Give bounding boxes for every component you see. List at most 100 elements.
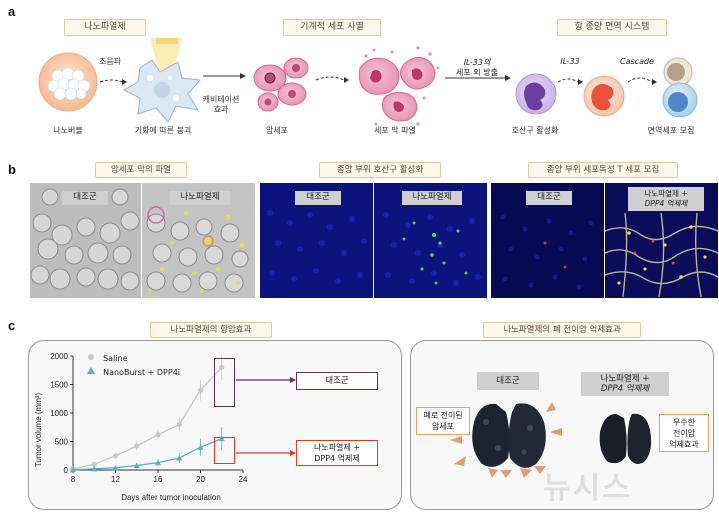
y-tick-label: 2000 <box>50 352 68 361</box>
series-line-1 <box>72 438 222 471</box>
data-point <box>197 444 204 450</box>
label-il33-release-2: 세포 외 방출 <box>456 68 498 77</box>
series-line-0 <box>72 366 223 470</box>
y-tick-label: 1500 <box>50 381 68 390</box>
x-tick-label: 8 <box>71 475 76 484</box>
header-metastasis: 나노파열제의 폐 전이암 억제효과 <box>483 322 641 338</box>
watermark: 뉴시스 <box>543 471 632 506</box>
chart-callout-arrows <box>236 377 296 456</box>
data-point <box>155 459 161 466</box>
data-point <box>219 364 225 370</box>
callout-control: 대조군 <box>296 372 378 390</box>
data-point <box>70 466 76 473</box>
callout-metastasized-line1: 폐로 전이된 <box>423 411 463 420</box>
callout-excellent: 우수한 전이암 억제효과 <box>659 414 709 452</box>
dashed-arrow-icon <box>99 79 123 83</box>
header-immune-system: 항 종양 면역 시스템 <box>557 19 667 36</box>
label-cascade: Cascade <box>620 57 654 66</box>
eosinophil-icon <box>515 73 557 115</box>
header-eosinophil-activation: 종양 부위 호산구 활성화 <box>319 162 441 178</box>
label-cancer-cell: 암세포 <box>265 126 289 135</box>
x-tick-label: 20 <box>196 475 205 484</box>
label-il33: IL-33 <box>560 57 580 66</box>
lung-images <box>450 402 652 478</box>
label-cavitation-effect-2: 효과 <box>213 105 229 114</box>
lung-tag-combo-line2: DPP4 억제제 <box>600 384 650 394</box>
highlight-combo-end <box>214 437 235 464</box>
lung-control-icon <box>450 402 562 478</box>
tag-control-3: 대조군 <box>526 191 572 205</box>
callout-combo-line1: 나노파열제 + <box>313 443 361 452</box>
x-tick-label: 12 <box>111 475 120 484</box>
y-tick-label: 500 <box>55 438 69 447</box>
tumor-volume-chart: 8 12 16 20 24 0 500 1000 1500 2000 Days after tum… <box>34 352 248 502</box>
tag-combo: 나노파열제 + DPP4 억제제 <box>628 187 704 211</box>
x-tick-label: 24 <box>239 475 248 484</box>
lung-tag-combo-line1: 나노파열제 + <box>600 374 650 384</box>
tag-control-2: 대조군 <box>295 191 341 205</box>
callout-metastasized: 폐로 전이된 암세포 <box>416 407 470 435</box>
callout-excellent-line3: 억제효과 <box>669 440 699 449</box>
immune-cell-icon <box>662 57 698 118</box>
legend-nanoburst: NanoBurst + DPP4i <box>84 360 180 379</box>
callout-combo: 나노파열제 + DPP4 억제제 <box>296 440 378 466</box>
activated-eosinophil-icon <box>583 75 625 117</box>
data-point <box>133 462 140 468</box>
panel-c-letter: c <box>8 318 16 333</box>
legend-saline-label: Saline <box>103 354 128 363</box>
label-il33-release-1: IL-33의 <box>463 58 491 67</box>
lung-treated-icon <box>599 413 652 464</box>
y-tick-label: 1000 <box>50 409 68 418</box>
label-nanobubble: 나노버블 <box>53 126 83 135</box>
legend-nanoburst-label: NanoBurst + DPP4i <box>103 368 181 377</box>
label-cavitation-effect-1: 캐비테이션 <box>202 95 240 104</box>
highlight-saline-end <box>214 358 235 407</box>
lung-tag-control: 대조군 <box>477 372 539 390</box>
x-tick-label: 16 <box>154 475 163 484</box>
data-point <box>176 421 182 427</box>
nanobubble-icon <box>38 52 98 112</box>
callout-excellent-line2: 전이암 <box>672 429 696 438</box>
label-immune-recruit: 면역세포 모집 <box>647 126 695 135</box>
data-point <box>112 464 119 471</box>
panel-b-letter: b <box>8 162 16 177</box>
lung-tag-combo: 나노파열제 + DPP4 억제제 <box>581 372 669 396</box>
collapse-cell-icon <box>122 59 201 123</box>
callout-metastasized-line2: 암세포 <box>431 422 455 431</box>
panel-a-illustration <box>38 38 698 126</box>
tag-control-1: 대조군 <box>62 191 108 205</box>
data-point <box>91 461 97 467</box>
header-membrane-rupture: 암세포 막의 파열 <box>95 162 187 178</box>
tag-nanoburst-2: 나노파열제 <box>402 191 462 205</box>
header-nanoburst: 나노파열제 <box>64 19 146 36</box>
data-point <box>197 387 204 393</box>
header-tcell-recruit: 종양 부위 세포독성 T 세포 모집 <box>528 162 678 178</box>
chart-xlabel: Days after tumor inoculation <box>121 493 221 502</box>
legend-saline: Saline <box>84 346 128 365</box>
arrow-right-icon <box>240 73 246 79</box>
data-point <box>155 432 161 438</box>
callout-excellent-line1: 우수한 <box>672 418 696 427</box>
label-ultrasound: 초음파 <box>98 57 122 66</box>
tag-nanoburst-1: 나노파열제 <box>170 191 230 205</box>
y-tick-label: 0 <box>64 466 69 475</box>
data-point <box>218 435 225 442</box>
label-eosinophil-activation: 호산구 활성화 <box>511 126 559 135</box>
data-point <box>176 455 183 461</box>
tag-combo-line1: 나노파열제 + <box>644 189 688 198</box>
data-point <box>91 465 98 472</box>
label-membrane-rupture: 세포 막 파열 <box>374 126 416 135</box>
chart-ylabel: Tumor volume (mm³) <box>34 392 43 467</box>
header-mechanical-death: 기계적 세포 사멸 <box>283 19 381 36</box>
tag-combo-line2: DPP4 억제제 <box>644 199 688 208</box>
legend-nanoburst-marker <box>87 366 95 374</box>
legend-saline-marker <box>88 353 94 360</box>
data-point <box>134 443 140 449</box>
ruptured-cell-icon <box>358 46 440 126</box>
header-antitumor: 나노파열제의 항암효과 <box>150 322 272 338</box>
cancer-cell-icon <box>253 57 309 112</box>
panel-a-letter: a <box>8 4 16 19</box>
label-cavitation-collapse: 기화에 따른 붕괴 <box>134 126 192 135</box>
callout-combo-line2: DPP4 억제제 <box>314 454 360 463</box>
data-point <box>112 453 119 459</box>
